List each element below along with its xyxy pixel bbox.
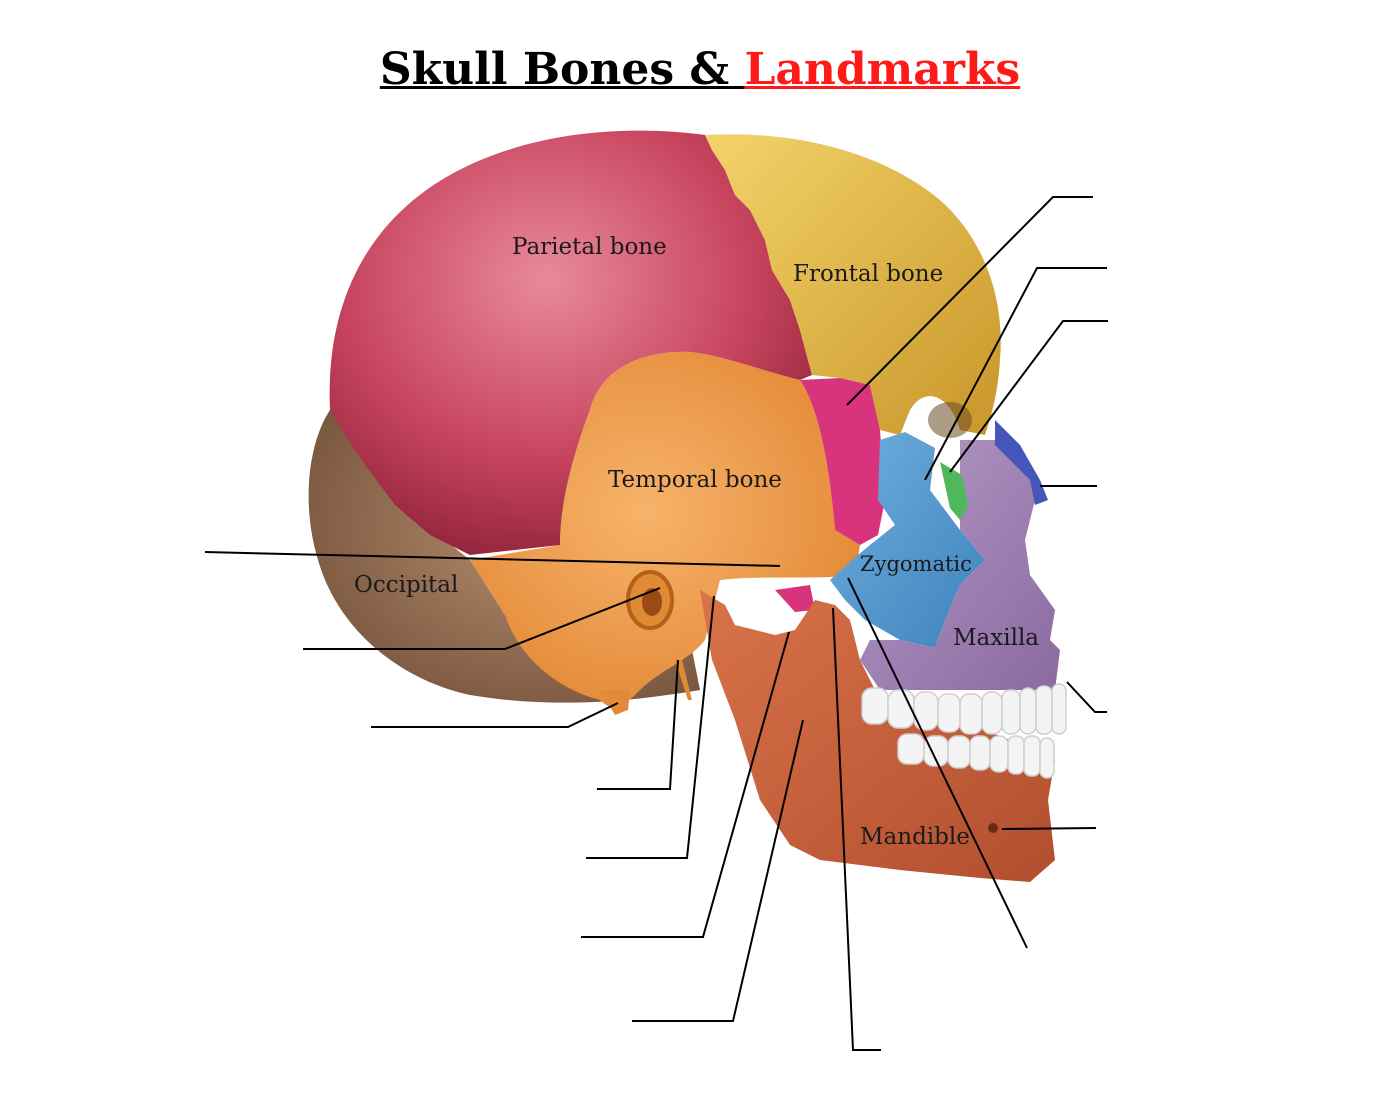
page-title: Skull Bones & Landmarks bbox=[0, 44, 1400, 95]
blank-ramus bbox=[632, 719, 804, 1022]
temporal-bone bbox=[470, 351, 860, 708]
sphenoid-lower bbox=[775, 585, 815, 612]
temporal-bone-label: Temporal bone bbox=[608, 467, 782, 493]
styloid-process bbox=[675, 660, 692, 700]
title-part-landmarks: Landmarks bbox=[744, 44, 1021, 95]
zygomatic-bone bbox=[830, 432, 985, 648]
parietal-bone bbox=[329, 130, 812, 555]
mandible-bone-label: Mandible bbox=[860, 824, 970, 850]
occipital-bone bbox=[308, 410, 700, 703]
blank-condyle bbox=[586, 595, 715, 859]
blank-mastoid bbox=[371, 702, 619, 728]
blank-ear-meatus bbox=[303, 587, 661, 650]
sphenoid-bone bbox=[800, 378, 885, 545]
teeth bbox=[861, 683, 1067, 779]
frontal-bone bbox=[705, 134, 1001, 435]
mastoid-process bbox=[600, 690, 630, 715]
lacrimal-bone bbox=[940, 462, 968, 520]
zygomatic-bone-label: Zygomatic bbox=[860, 552, 972, 576]
blank-styloid bbox=[597, 659, 679, 790]
title-part-skull-bones: Skull Bones & bbox=[379, 44, 745, 95]
mandible-bone bbox=[700, 590, 1055, 882]
blank-ethmoid bbox=[924, 267, 1107, 481]
blank-zygomatic-arch bbox=[847, 577, 1028, 949]
frontal-bone-label: Frontal bone bbox=[793, 261, 943, 287]
blank-teeth bbox=[1066, 681, 1107, 713]
blank-zygomatic-process bbox=[204, 551, 781, 567]
blank-angle bbox=[832, 607, 881, 1051]
leader-lines bbox=[204, 196, 1108, 1051]
mental-foramen bbox=[988, 823, 998, 833]
blank-lacrimal bbox=[949, 320, 1108, 473]
occipital-bone-label: Occipital bbox=[354, 572, 458, 598]
blank-mental-foramen bbox=[1001, 827, 1097, 830]
blank-sphenoid bbox=[846, 196, 1093, 406]
maxilla-bone bbox=[860, 440, 1060, 690]
blank-coronoid bbox=[581, 631, 790, 938]
parietal-bone-label: Parietal bone bbox=[512, 234, 667, 260]
nasal-bone bbox=[995, 420, 1048, 505]
ear-meatus-inner bbox=[642, 588, 662, 616]
maxilla-bone-label: Maxilla bbox=[953, 625, 1039, 651]
